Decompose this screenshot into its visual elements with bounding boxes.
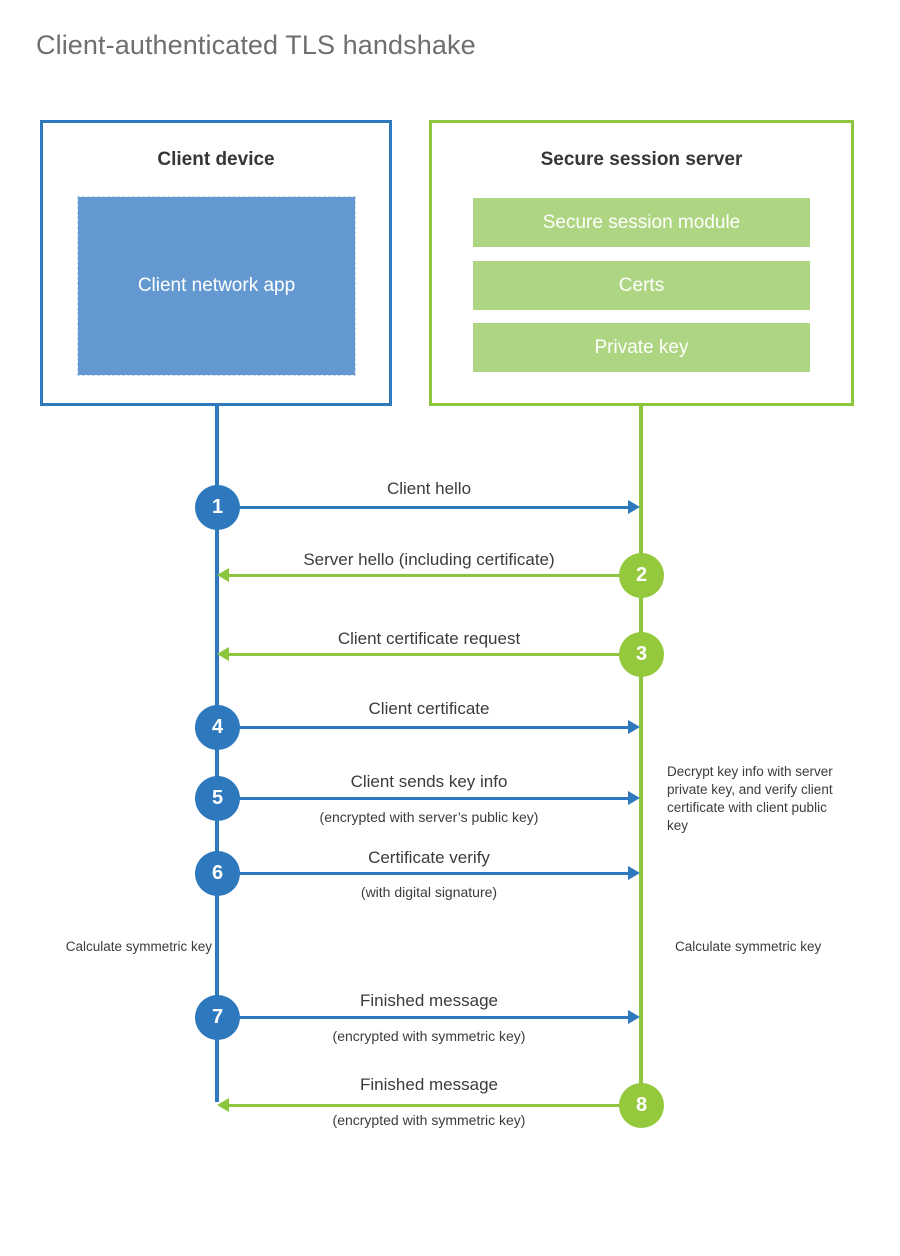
server-module-private-key: Private key — [473, 323, 810, 372]
step-7-arrow — [217, 1010, 640, 1024]
page-title: Client-authenticated TLS handshake — [36, 30, 476, 60]
secure-session-server-title: Secure session server — [540, 149, 743, 170]
arrowhead-right-icon — [628, 500, 640, 514]
client-lifeline — [215, 405, 219, 1102]
step-4-arrow — [217, 720, 640, 734]
arrowhead-right-icon — [628, 720, 640, 734]
client-network-app-block: Client network app — [77, 196, 356, 376]
step-5-label: Client sends key info — [350, 772, 508, 791]
step-6-arrow — [217, 866, 640, 880]
step-5-arrow — [217, 791, 640, 805]
arrowhead-left-icon — [217, 647, 229, 661]
step-6-badge: 6 — [195, 851, 240, 896]
server-calculate-symmetric-key-note: Calculate symmetric key — [675, 939, 822, 954]
arrowhead-right-icon — [628, 1010, 640, 1024]
server-module-certs: Certs — [473, 261, 810, 310]
step-8-badge: 8 — [619, 1083, 664, 1128]
step-4-label: Client certificate — [368, 699, 490, 718]
step-7-sublabel: (encrypted with symmetric key) — [332, 1028, 526, 1044]
step-2-label: Server hello (including certificate) — [303, 550, 555, 569]
arrowhead-right-icon — [628, 866, 640, 880]
step-3-label: Client certificate request — [337, 629, 521, 648]
step-6-sublabel: (with digital signature) — [360, 884, 498, 900]
arrowhead-right-icon — [628, 791, 640, 805]
client-device-title: Client device — [157, 149, 275, 170]
step-2-arrow — [217, 568, 641, 582]
server-module-secure-session-module: Secure session module — [473, 198, 810, 247]
secure-session-server-box: Secure session server Secure session mod… — [429, 120, 854, 406]
step-3-badge: 3 — [619, 632, 664, 677]
step-6-label: Certificate verify — [368, 848, 490, 867]
client-device-box: Client device Client network app — [40, 120, 392, 406]
step-8-label: Finished message — [360, 1075, 498, 1094]
step-8-sublabel: (encrypted with symmetric key) — [332, 1112, 526, 1128]
arrowhead-left-icon — [217, 1098, 229, 1112]
step-4-badge: 4 — [195, 705, 240, 750]
step-1-badge: 1 — [195, 485, 240, 530]
client-calculate-symmetric-key-note: Calculate symmetric key — [65, 939, 212, 954]
server-lifeline — [639, 405, 643, 1107]
step-7-badge: 7 — [195, 995, 240, 1040]
step-5-sublabel: (encrypted with server’s public key) — [319, 809, 539, 825]
step-1-label: Client hello — [386, 479, 472, 498]
step-5-badge: 5 — [195, 776, 240, 821]
step-2-badge: 2 — [619, 553, 664, 598]
step-8-arrow — [217, 1098, 641, 1112]
arrowhead-left-icon — [217, 568, 229, 582]
step-3-arrow — [217, 647, 641, 661]
server-decrypt-note: Decrypt key info with server private key… — [667, 764, 833, 834]
step-7-label: Finished message — [360, 991, 498, 1010]
step-1-arrow — [217, 500, 640, 514]
